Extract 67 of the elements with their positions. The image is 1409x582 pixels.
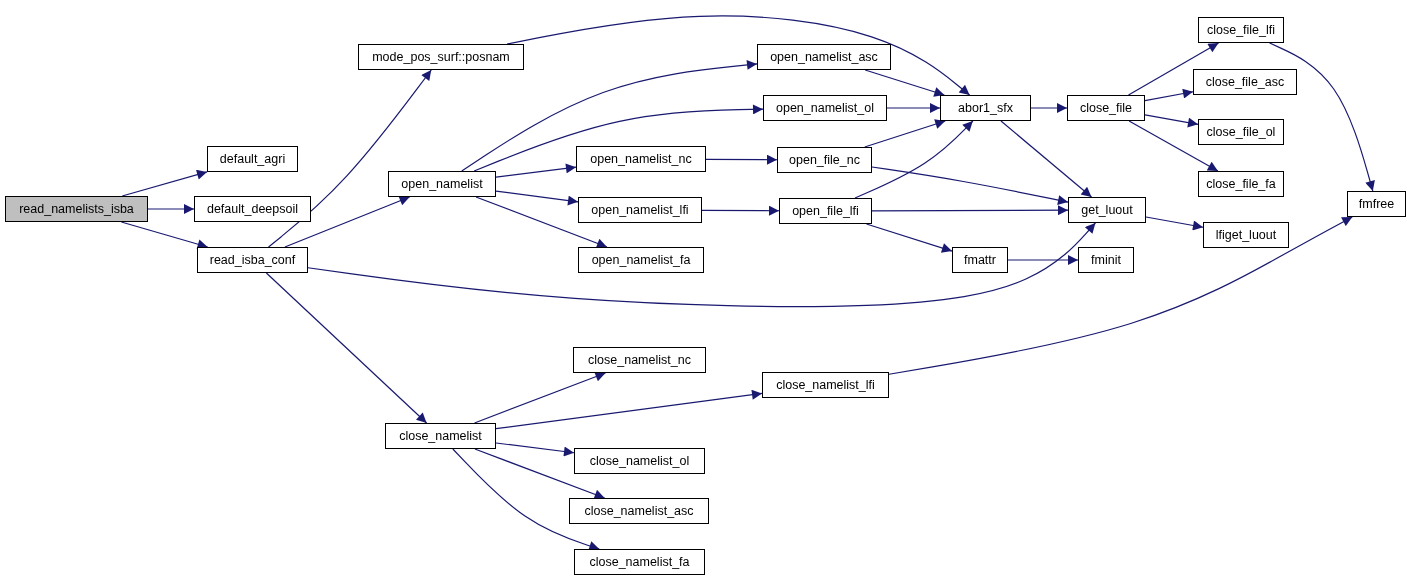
arrow: [506, 15, 971, 96]
function-box: open_namelist_lfi: [578, 197, 702, 223]
arrow: [120, 221, 209, 249]
arrow: [495, 190, 579, 206]
function-box: open_file_lfi: [779, 198, 872, 224]
function-box: open_namelist: [388, 171, 496, 197]
arrow: [1000, 120, 1093, 198]
arrow: [121, 169, 208, 197]
arrow: [871, 166, 1069, 205]
arrow: [888, 216, 1353, 375]
function-box: close_file_fa: [1198, 171, 1284, 197]
function-box: close_file_lfi: [1198, 17, 1284, 43]
function-box: read_isba_conf: [197, 247, 308, 273]
function-box: default_agri: [207, 146, 298, 172]
function-box: close_namelist_fa: [574, 549, 705, 575]
arrow: [452, 448, 600, 551]
function-box: close_file_ol: [1198, 119, 1284, 145]
function-box: lfiget_luout: [1203, 222, 1289, 248]
arrow: [474, 448, 606, 500]
function-box: open_file_nc: [777, 147, 872, 173]
function-box: mode_pos_surf::posnam: [358, 44, 524, 70]
function-box: get_luout: [1068, 197, 1146, 223]
arrow: [475, 196, 608, 249]
function-box: open_namelist_fa: [578, 247, 704, 273]
function-box: close_namelist: [385, 423, 496, 449]
function-box: open_namelist_asc: [757, 44, 891, 70]
arrow: [1007, 255, 1079, 265]
arrow: [495, 389, 763, 430]
arrow: [147, 204, 195, 214]
function-box: fmattr: [952, 247, 1008, 273]
arrow: [1127, 42, 1220, 96]
arrow: [1030, 103, 1068, 113]
function-box: close_namelist_ol: [574, 448, 705, 474]
arrow: [307, 222, 1096, 308]
arrow: [854, 120, 974, 199]
function-box: close_namelist_nc: [573, 347, 706, 373]
arrow: [495, 442, 575, 457]
arrow: [871, 205, 1069, 216]
function-box: default_deepsoil: [194, 196, 311, 222]
arrow: [1144, 114, 1199, 128]
arrow: [1144, 88, 1194, 102]
arrow: [864, 69, 945, 97]
function-box: close_file: [1067, 95, 1145, 121]
arrow: [864, 119, 946, 148]
arrow: [705, 154, 778, 165]
function-box: close_namelist_asc: [569, 498, 709, 524]
arrow: [473, 104, 764, 172]
arrow: [1145, 216, 1204, 231]
function-box: close_file_asc: [1193, 69, 1297, 95]
arrow: [461, 59, 758, 172]
arrow: [865, 223, 953, 253]
function-box: fminit: [1078, 247, 1134, 273]
arrow: [473, 371, 607, 424]
function-box: close_namelist_lfi: [762, 372, 889, 398]
arrow: [701, 205, 780, 216]
arrow: [1269, 42, 1375, 192]
arrow: [267, 69, 432, 248]
function-box: abor1_sfx: [940, 95, 1031, 121]
arrow: [284, 196, 411, 248]
function-box: open_namelist_ol: [763, 95, 887, 121]
function-box: open_namelist_nc: [576, 146, 706, 172]
function-box: fmfree: [1347, 191, 1406, 217]
function-box: read_namelists_isba: [5, 196, 148, 222]
arrow: [886, 103, 941, 113]
arrow: [495, 163, 577, 178]
arrow: [265, 272, 428, 424]
arrow: [1128, 120, 1219, 172]
